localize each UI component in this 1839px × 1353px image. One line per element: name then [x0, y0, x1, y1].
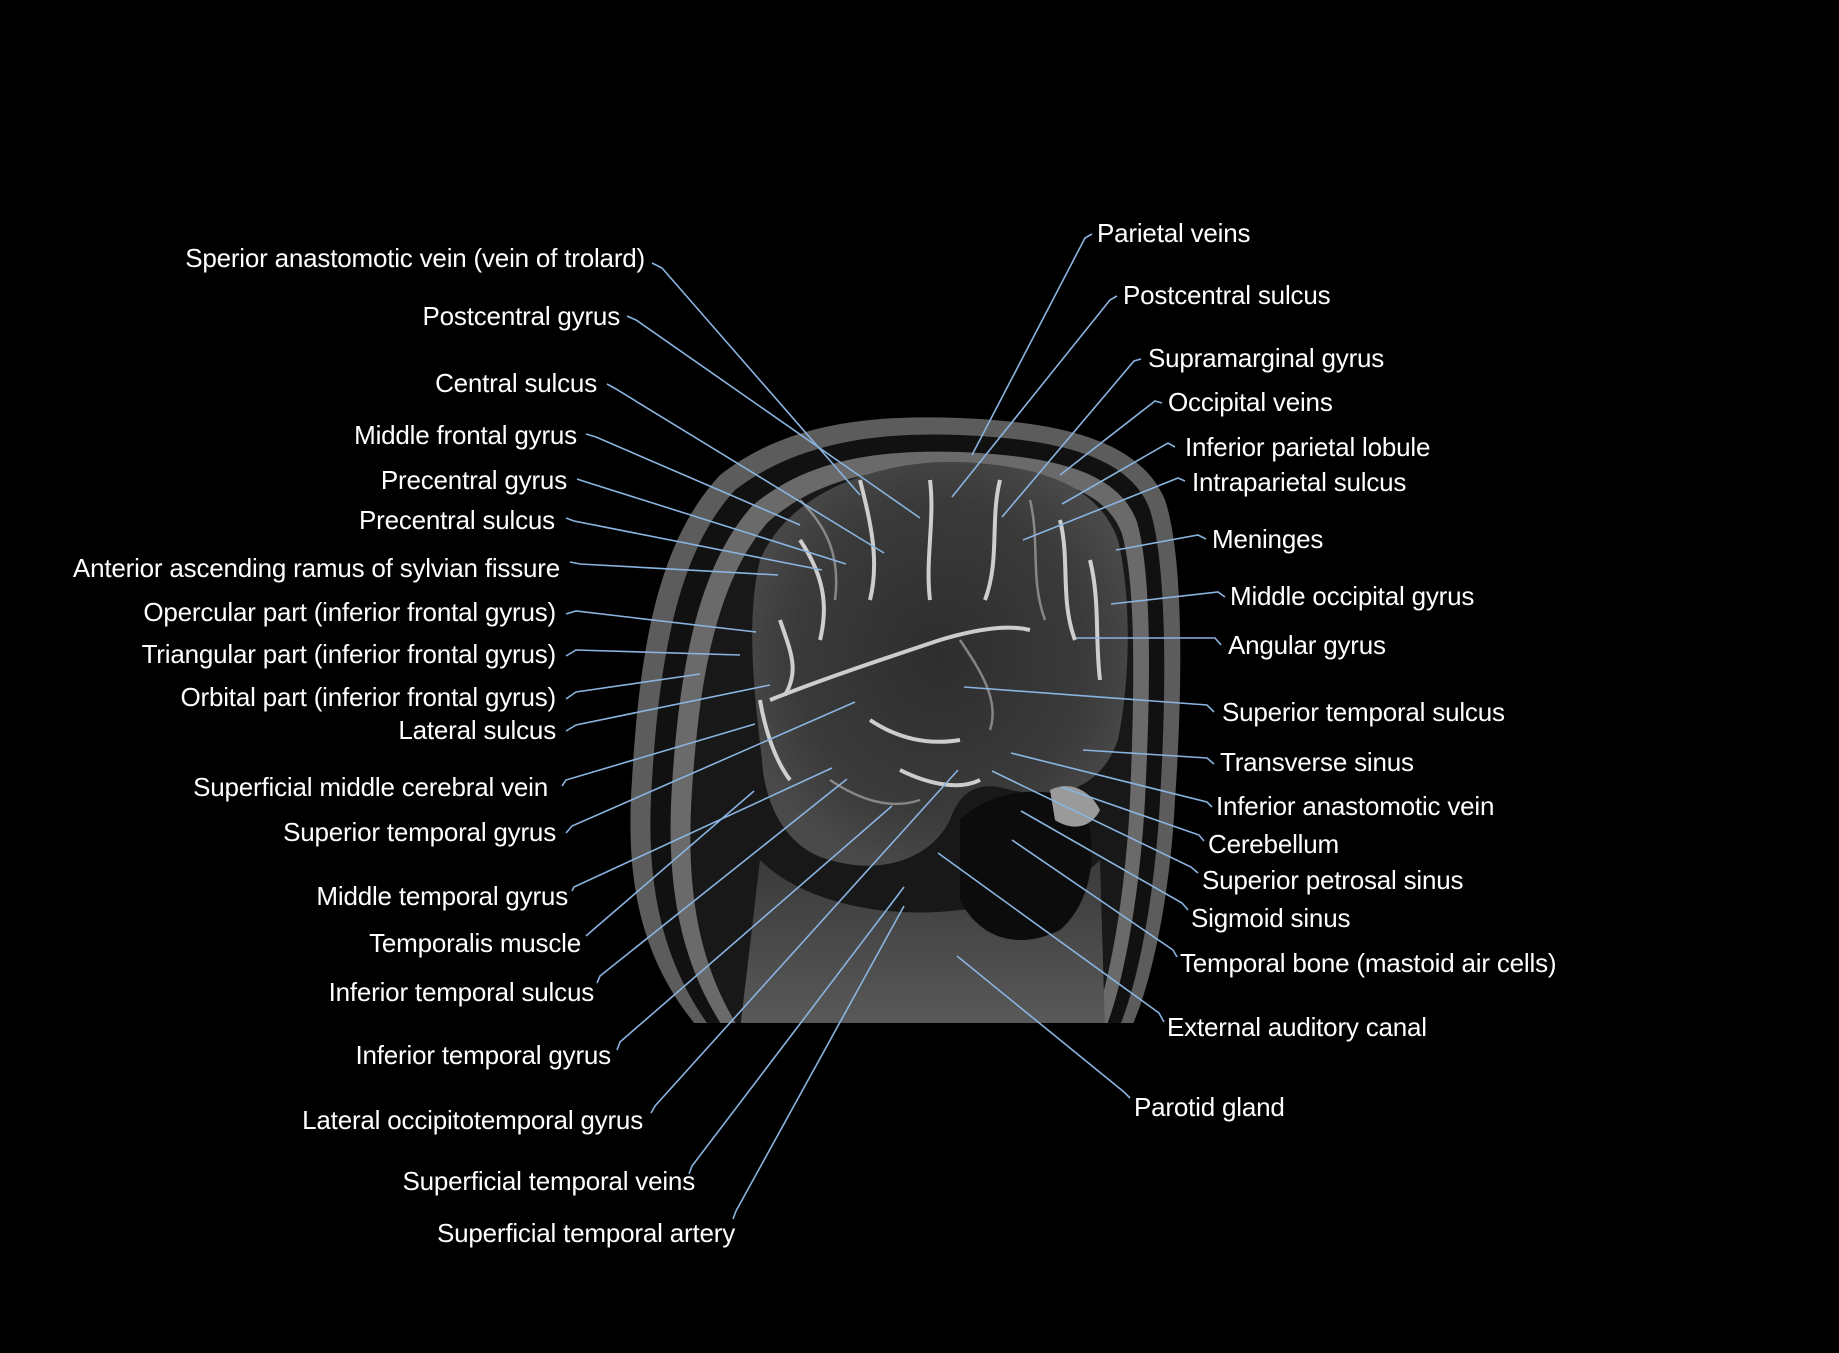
- label-superior-petrosal-sinus: Superior petrosal sinus: [1202, 865, 1464, 895]
- label-inferior-temporal-gyrus: Inferior temporal gyrus: [355, 1040, 611, 1070]
- label-superficial-temporal-artery: Superficial temporal artery: [436, 1218, 735, 1248]
- label-lateral-sulcus: Lateral sulcus: [398, 715, 556, 745]
- label-orbital-part-inferior-frontal-gyrus: Orbital part (inferior frontal gyrus): [180, 682, 556, 712]
- label-postcentral-gyrus: Postcentral gyrus: [422, 301, 621, 331]
- label-temporal-bone-mastoid-air-cells: Temporal bone (mastoid air cells): [1180, 948, 1557, 978]
- label-superficial-middle-cerebral-vein: Superficial middle cerebral vein: [193, 772, 548, 802]
- label-inferior-temporal-sulcus: Inferior temporal sulcus: [328, 977, 595, 1007]
- label-transverse-sinus: Transverse sinus: [1220, 747, 1414, 777]
- label-inferior-parietal-lobule: Inferior parietal lobule: [1185, 432, 1431, 462]
- label-intraparietal-sulcus: Intraparietal sulcus: [1192, 467, 1407, 497]
- label-precentral-sulcus: Precentral sulcus: [358, 505, 555, 535]
- label-superior-temporal-sulcus: Superior temporal sulcus: [1222, 697, 1505, 727]
- label-occipital-veins: Occipital veins: [1168, 387, 1333, 417]
- label-anterior-ascending-ramus-of-sylvian-fissure: Anterior ascending ramus of sylvian fiss…: [72, 553, 560, 583]
- label-parietal-veins: Parietal veins: [1097, 218, 1251, 248]
- label-cerebellum: Cerebellum: [1208, 829, 1339, 859]
- label-angular-gyrus: Angular gyrus: [1228, 630, 1386, 660]
- label-superficial-temporal-veins: Superficial temporal veins: [402, 1166, 696, 1196]
- label-temporalis-muscle: Temporalis muscle: [369, 928, 581, 958]
- label-opercular-part-inferior-frontal-gyrus: Opercular part (inferior frontal gyrus): [143, 597, 556, 627]
- label-sigmoid-sinus: Sigmoid sinus: [1191, 903, 1351, 933]
- label-triangular-part-inferior-frontal-gyrus: Triangular part (inferior frontal gyrus): [141, 639, 557, 669]
- label-middle-temporal-gyrus: Middle temporal gyrus: [316, 881, 568, 911]
- label-sperior-anastomotic-vein-vein-of-trolard: Sperior anastomotic vein (vein of trolar…: [185, 243, 645, 273]
- label-meninges: Meninges: [1212, 524, 1324, 554]
- label-central-sulcus: Central sulcus: [435, 368, 597, 398]
- label-middle-occipital-gyrus: Middle occipital gyrus: [1230, 581, 1475, 611]
- label-precentral-gyrus: Precentral gyrus: [380, 465, 567, 495]
- label-parotid-gland: Parotid gland: [1134, 1092, 1285, 1122]
- label-middle-frontal-gyrus: Middle frontal gyrus: [354, 420, 577, 450]
- label-lateral-occipitotemporal-gyrus: Lateral occipitotemporal gyrus: [302, 1105, 643, 1135]
- label-inferior-anastomotic-vein: Inferior anastomotic vein: [1216, 791, 1495, 821]
- label-superior-temporal-gyrus: Superior temporal gyrus: [283, 817, 556, 847]
- mri-scan: [630, 417, 1181, 1023]
- label-postcentral-sulcus: Postcentral sulcus: [1123, 280, 1331, 310]
- label-supramarginal-gyrus: Supramarginal gyrus: [1148, 343, 1385, 373]
- label-external-auditory-canal: External auditory canal: [1167, 1012, 1427, 1042]
